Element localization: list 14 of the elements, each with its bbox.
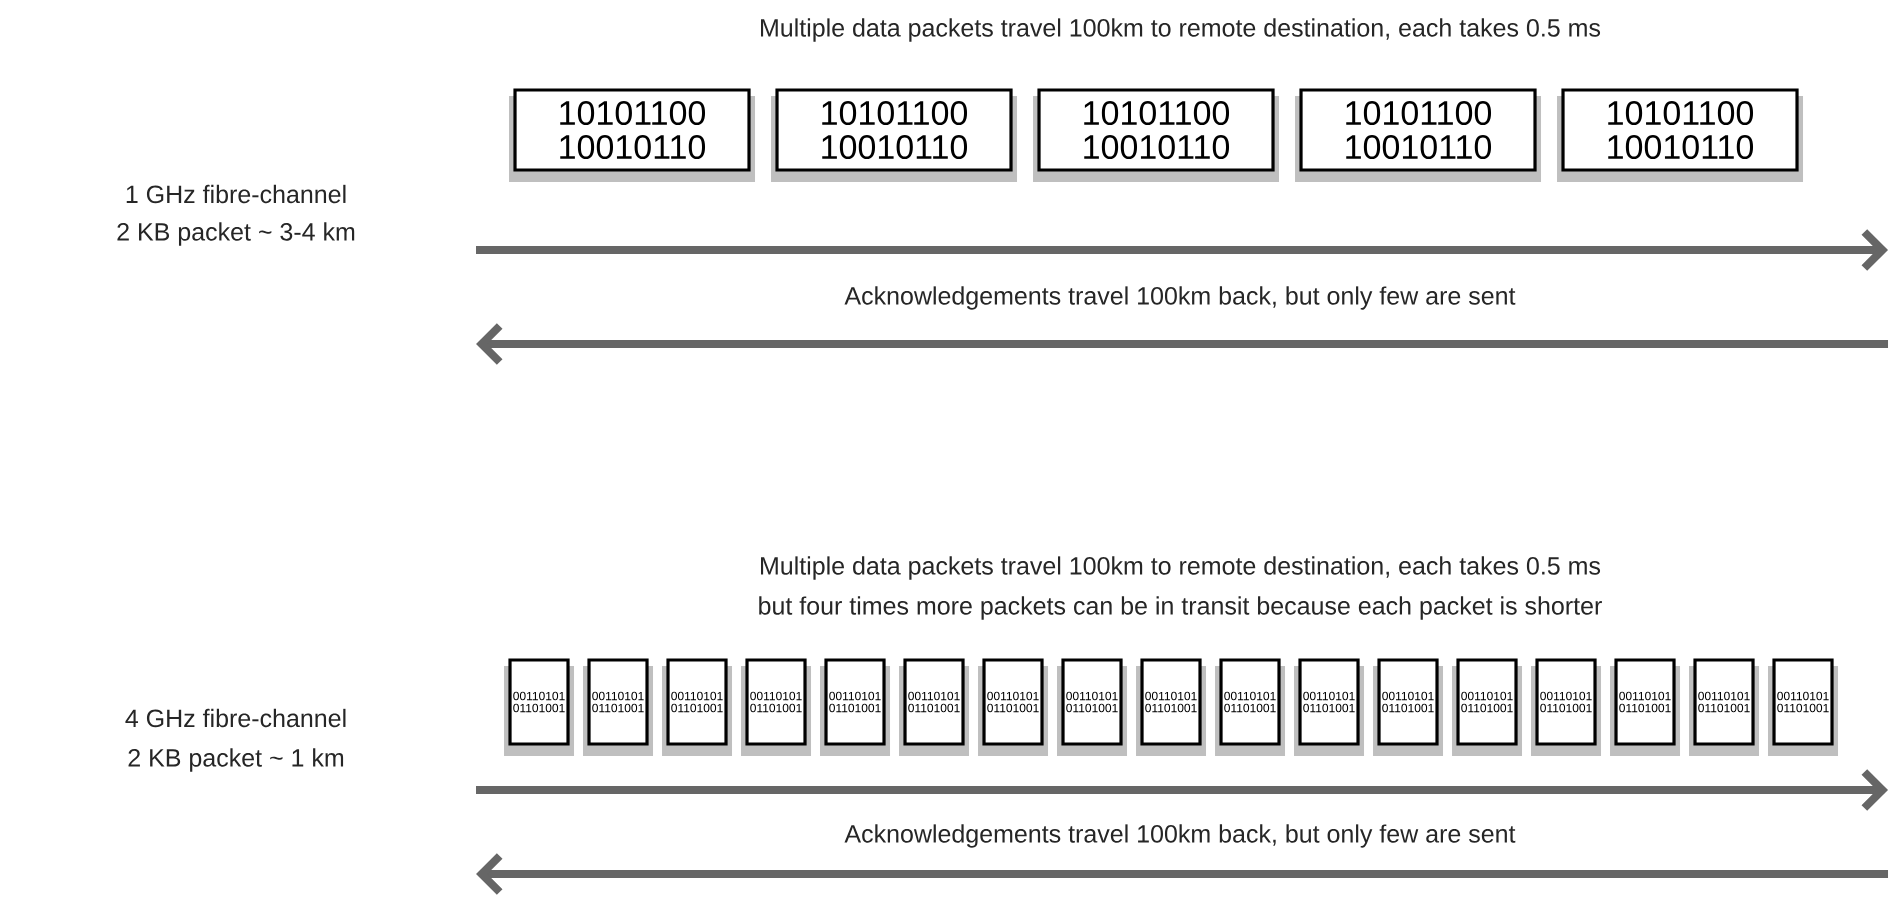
caption: Multiple data packets travel 100km to remote destination, each takes 0.5 ms bbox=[761, 18, 1601, 42]
caption: Multiple data packets travel 100km to remote destination, each takes 0.5 ms bbox=[761, 556, 1601, 580]
channel-label: 1 GHz fibre-channel bbox=[126, 184, 346, 204]
channel-label: 2 KB packet ~ 1 km bbox=[128, 748, 344, 772]
caption: Acknowledgements travel 100km back, but only few are sent bbox=[844, 824, 1516, 848]
caption: Acknowledgements travel 100km back, but only few are sent bbox=[844, 286, 1516, 310]
packet-box: 10101100 10010110 bbox=[509, 88, 755, 182]
packet-box: 10101100 10010110 bbox=[1557, 88, 1803, 182]
channel-label: 2 KB packet ~ 3-4 km bbox=[117, 222, 355, 246]
channel-label: 4 GHz fibre-channel bbox=[125, 708, 346, 728]
caption: but four times more packets can be in transit because each packet is shorter bbox=[759, 596, 1602, 620]
packet-box: 10101100 10010110 bbox=[771, 88, 1017, 182]
packet-box: 10101100 10010110 bbox=[1033, 88, 1279, 182]
packet-box: 10101100 10010110 bbox=[1295, 88, 1541, 182]
